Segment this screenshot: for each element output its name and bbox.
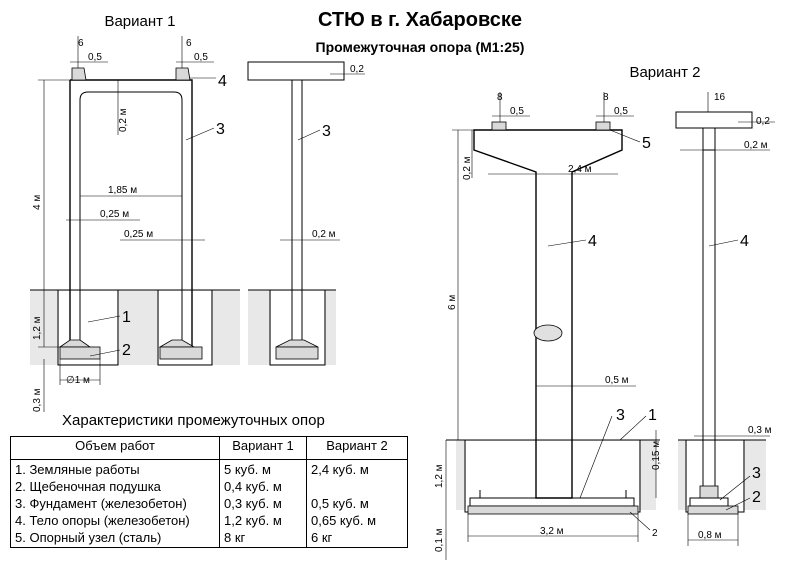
table-cell: 2,4 куб. м bbox=[311, 462, 369, 477]
v2-anchor-dim: 0,15 м bbox=[651, 441, 662, 470]
v1-bearing-left bbox=[71, 67, 87, 81]
variant2-side-view: 0,2 16 0,2 м 0,3 м 0,8 м 4 3 2 bbox=[675, 92, 775, 546]
v2-label-3a: 3 bbox=[616, 407, 625, 424]
v2-label-1: 1 bbox=[648, 407, 657, 424]
v2-top-w1: 8 bbox=[497, 92, 503, 103]
table-cell: 1. Земляные работы bbox=[15, 462, 140, 477]
table-cell: 0,5 куб. м bbox=[311, 496, 369, 511]
variant1-front-view: 4 м 1,2 м 0,3 м ∅1 м 1,85 м 0,25 м 0,25 … bbox=[30, 36, 240, 412]
table-cell: 0,65 куб. м bbox=[311, 513, 376, 528]
table-header: Вариант 1 bbox=[219, 436, 307, 460]
v2-label-4b: 4 bbox=[740, 233, 749, 250]
table-cell: 5 куб. м bbox=[224, 462, 271, 477]
v2-side-base-dim: 0,8 м bbox=[698, 530, 722, 541]
variant2-front-view: 6 м 0,2 м 2,4 м 0,5 м 1,2 м 0,1 м 0,15 м… bbox=[434, 92, 662, 560]
v1-label-3a: 3 bbox=[216, 121, 225, 138]
table-title: Характеристики промежуточных опор bbox=[62, 412, 325, 429]
sheet-title: СТЮ в г. Хабаровске bbox=[318, 9, 522, 31]
v1-off2: 0,5 bbox=[194, 52, 208, 63]
v2-beam-dim: 0,2 bbox=[756, 116, 770, 127]
v2-label-4a: 4 bbox=[588, 233, 597, 250]
v1-label-1: 1 bbox=[122, 309, 131, 326]
table-header: Вариант 2 bbox=[306, 436, 408, 460]
table-header: Объем работ bbox=[10, 436, 220, 460]
v2-bearing-left bbox=[491, 121, 507, 131]
table-cell: 0,4 куб. м bbox=[224, 479, 282, 494]
variant2-label: Вариант 2 bbox=[629, 64, 700, 81]
v2-label-3b: 3 bbox=[752, 465, 761, 482]
v2-side-col-dim: 0,3 м bbox=[748, 425, 772, 436]
v2-pad-dim: 0,1 м bbox=[434, 528, 445, 552]
v1-col1-dim: 0,25 м bbox=[100, 209, 129, 220]
sheet-subtitle: Промежуточная опора (М1:25) bbox=[316, 39, 525, 55]
v1-depth-dim: 1,2 м bbox=[32, 316, 43, 340]
v2-height-dim: 6 м bbox=[447, 295, 458, 310]
table-cell: 3. Фундамент (железобетон) bbox=[15, 496, 187, 511]
v1-off1: 0,5 bbox=[88, 52, 102, 63]
v1-label-4: 4 bbox=[218, 73, 227, 90]
table-cell bbox=[311, 478, 403, 495]
v2-bearing-right bbox=[595, 121, 611, 131]
table-cell: 2. Щебеночная подушка bbox=[15, 479, 161, 494]
v2-head-w-dim: 2,4 м bbox=[568, 164, 592, 175]
table-cell: 8 кг bbox=[224, 530, 246, 545]
v2-label-5: 5 bbox=[642, 135, 651, 152]
v2-label-2b: 2 bbox=[752, 489, 761, 506]
v1-base-dim: ∅1 м bbox=[66, 375, 90, 386]
table-cell: 0,3 куб. м bbox=[224, 496, 282, 511]
table-header-row: Объем работ Вариант 1 Вариант 2 bbox=[10, 436, 408, 460]
v2-top-w3: 16 bbox=[714, 92, 726, 103]
v2-base-dim: 3,2 м bbox=[540, 526, 564, 537]
v1-crossbar-dim: 0,2 м bbox=[118, 108, 129, 132]
v1-label-3b: 3 bbox=[322, 123, 331, 140]
v1-height-dim: 4 м bbox=[32, 195, 43, 210]
v2-col-dim: 0,5 м bbox=[605, 375, 629, 386]
v1-label-2: 2 bbox=[122, 342, 131, 359]
table-row: 1. Земляные работы 2. Щебеночная подушка… bbox=[10, 459, 408, 548]
v1-pad-dim: 0,3 м bbox=[32, 388, 43, 412]
v2-depth-dim: 1,2 м bbox=[434, 464, 445, 488]
v2-label-2a: 2 bbox=[652, 528, 658, 539]
v2-top-w2: 8 bbox=[603, 92, 609, 103]
v1-side-col-dim: 0,2 м bbox=[312, 229, 336, 240]
v2-side-crossbar-dim: 0,2 м bbox=[744, 140, 768, 151]
v1-bearing-right bbox=[175, 67, 191, 81]
table-cell: 1,2 куб. м bbox=[224, 513, 282, 528]
characteristics-table: Объем работ Вариант 1 Вариант 2 1. Земля… bbox=[10, 436, 408, 548]
v1-col2-dim: 0,25 м bbox=[124, 229, 153, 240]
v1-beam-dim: 0,2 bbox=[350, 64, 364, 75]
v2-off2: 0,5 bbox=[614, 106, 628, 117]
variant1-side-view: 0,2 0,2 м 3 bbox=[247, 61, 365, 366]
table-cell: 6 кг bbox=[311, 530, 333, 545]
v2-crossbar-dim: 0,2 м bbox=[462, 156, 473, 180]
v2-off1: 0,5 bbox=[510, 106, 524, 117]
table-cell: 5. Опорный узел (сталь) bbox=[15, 530, 162, 545]
variant1-label: Вариант 1 bbox=[104, 13, 175, 30]
v1-span-dim: 1,85 м bbox=[108, 185, 137, 196]
v1-top-w2: 6 bbox=[186, 38, 192, 49]
v1-top-w1: 6 bbox=[78, 38, 84, 49]
table-cell: 4. Тело опоры (железобетон) bbox=[15, 513, 190, 528]
